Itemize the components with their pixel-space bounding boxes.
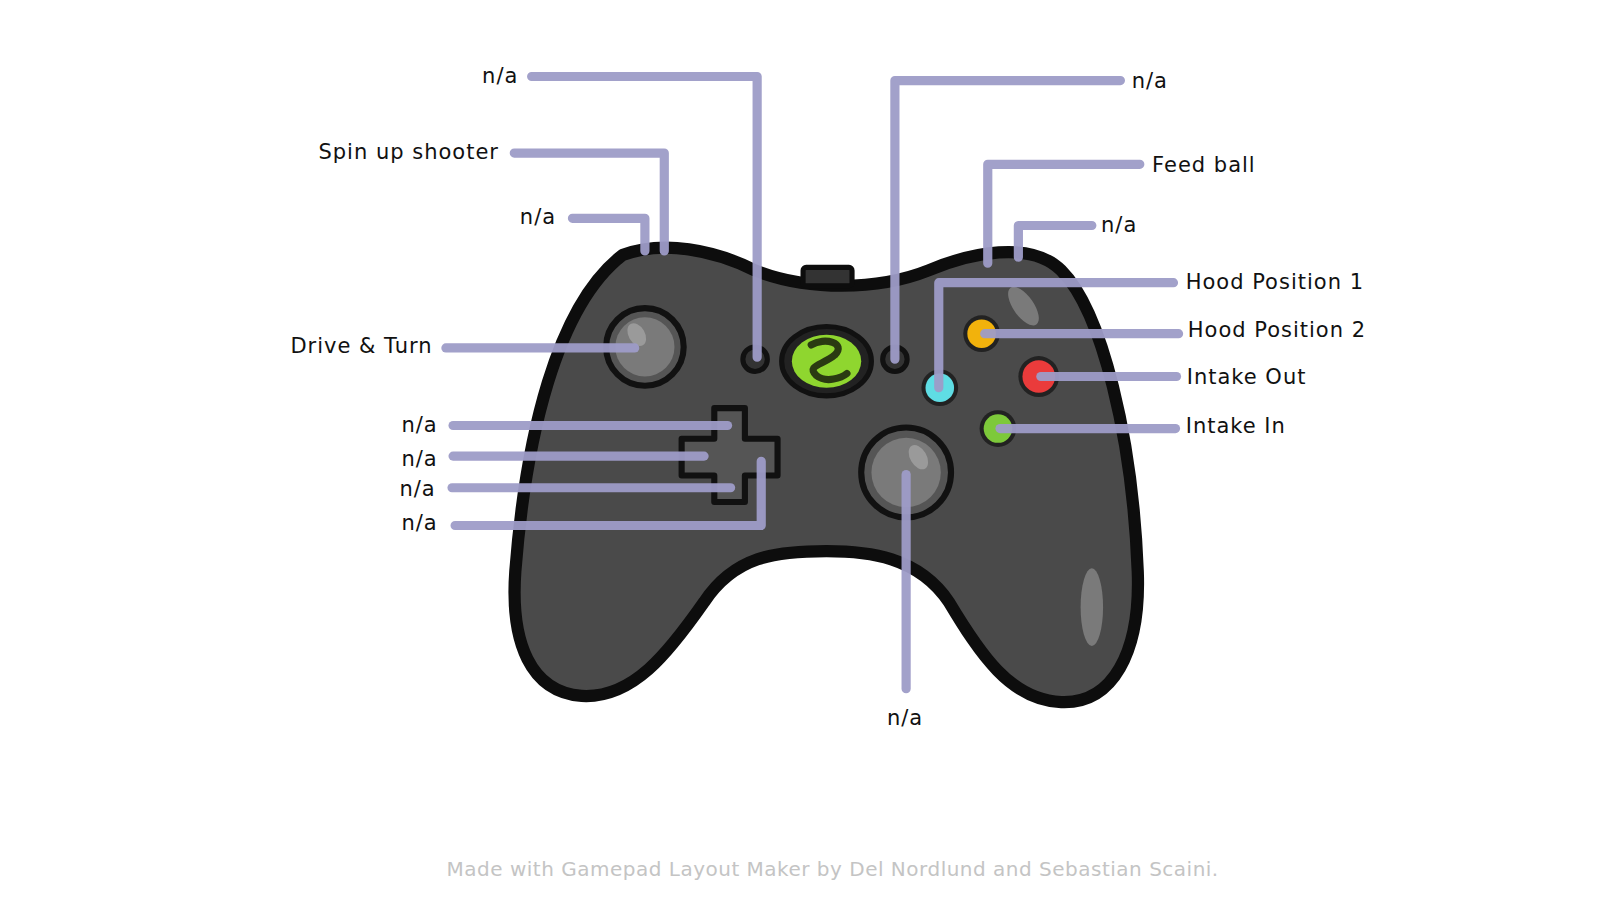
button-label: Intake In — [1186, 414, 1286, 439]
button-label: n/a — [1132, 69, 1168, 94]
stick-label: n/a — [887, 706, 923, 731]
stick-label: Drive & Turn — [290, 334, 432, 359]
credit-note: Made with Gamepad Layout Maker by Del No… — [447, 857, 1219, 881]
button-label: Intake Out — [1187, 365, 1307, 390]
button-label: n/a — [520, 205, 556, 230]
dpad-label: n/a — [401, 413, 437, 438]
button-label: Spin up shooter — [318, 140, 499, 165]
button-label: Hood Position 2 — [1188, 318, 1366, 343]
button-label: Hood Position 1 — [1186, 270, 1364, 295]
button-label: n/a — [1101, 213, 1137, 238]
dpad-label: n/a — [399, 477, 435, 502]
button-label: Feed ball — [1152, 153, 1256, 178]
dpad-label: n/a — [401, 511, 437, 536]
button-label: n/a — [482, 64, 518, 89]
dpad-label: n/a — [401, 447, 437, 472]
